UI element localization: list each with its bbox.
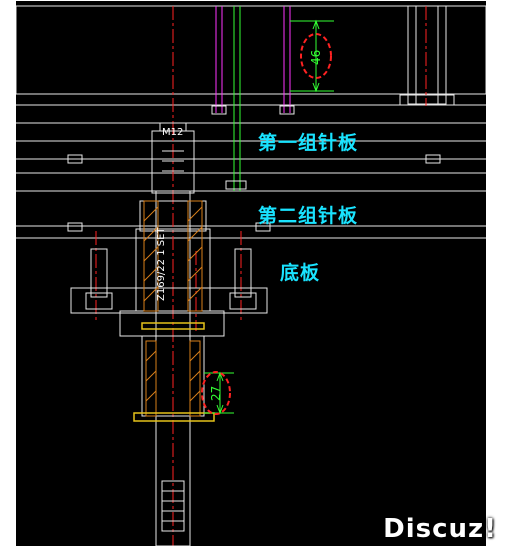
first-ejector-plate-label: 第一组针板 xyxy=(258,132,359,154)
sleeve-flange xyxy=(70,287,268,314)
part-spec-text: Z169/22 1 SET xyxy=(156,227,167,301)
lower-washer xyxy=(133,412,215,422)
discuz-watermark: Discuz! xyxy=(383,514,497,544)
dimension-46-text: 46 xyxy=(309,50,323,65)
ejector-sleeve xyxy=(139,200,207,232)
upper-washer xyxy=(141,322,205,330)
thread-label: M12 xyxy=(162,127,183,138)
dimension-27-highlight xyxy=(201,371,231,415)
second-ejector-plate-label: 第二组针板 xyxy=(258,205,359,227)
right-guide-pillar xyxy=(407,5,447,105)
dimension-46-highlight xyxy=(300,33,332,79)
right-bolt xyxy=(234,248,252,298)
base-plate-label: 底板 xyxy=(280,262,321,284)
dimension-27-text: 27 xyxy=(209,386,223,401)
cad-drawing: 46 27 Z169/22 1 SET M12 xyxy=(16,1,486,546)
left-bolt xyxy=(90,248,108,298)
top-plate xyxy=(16,5,486,95)
